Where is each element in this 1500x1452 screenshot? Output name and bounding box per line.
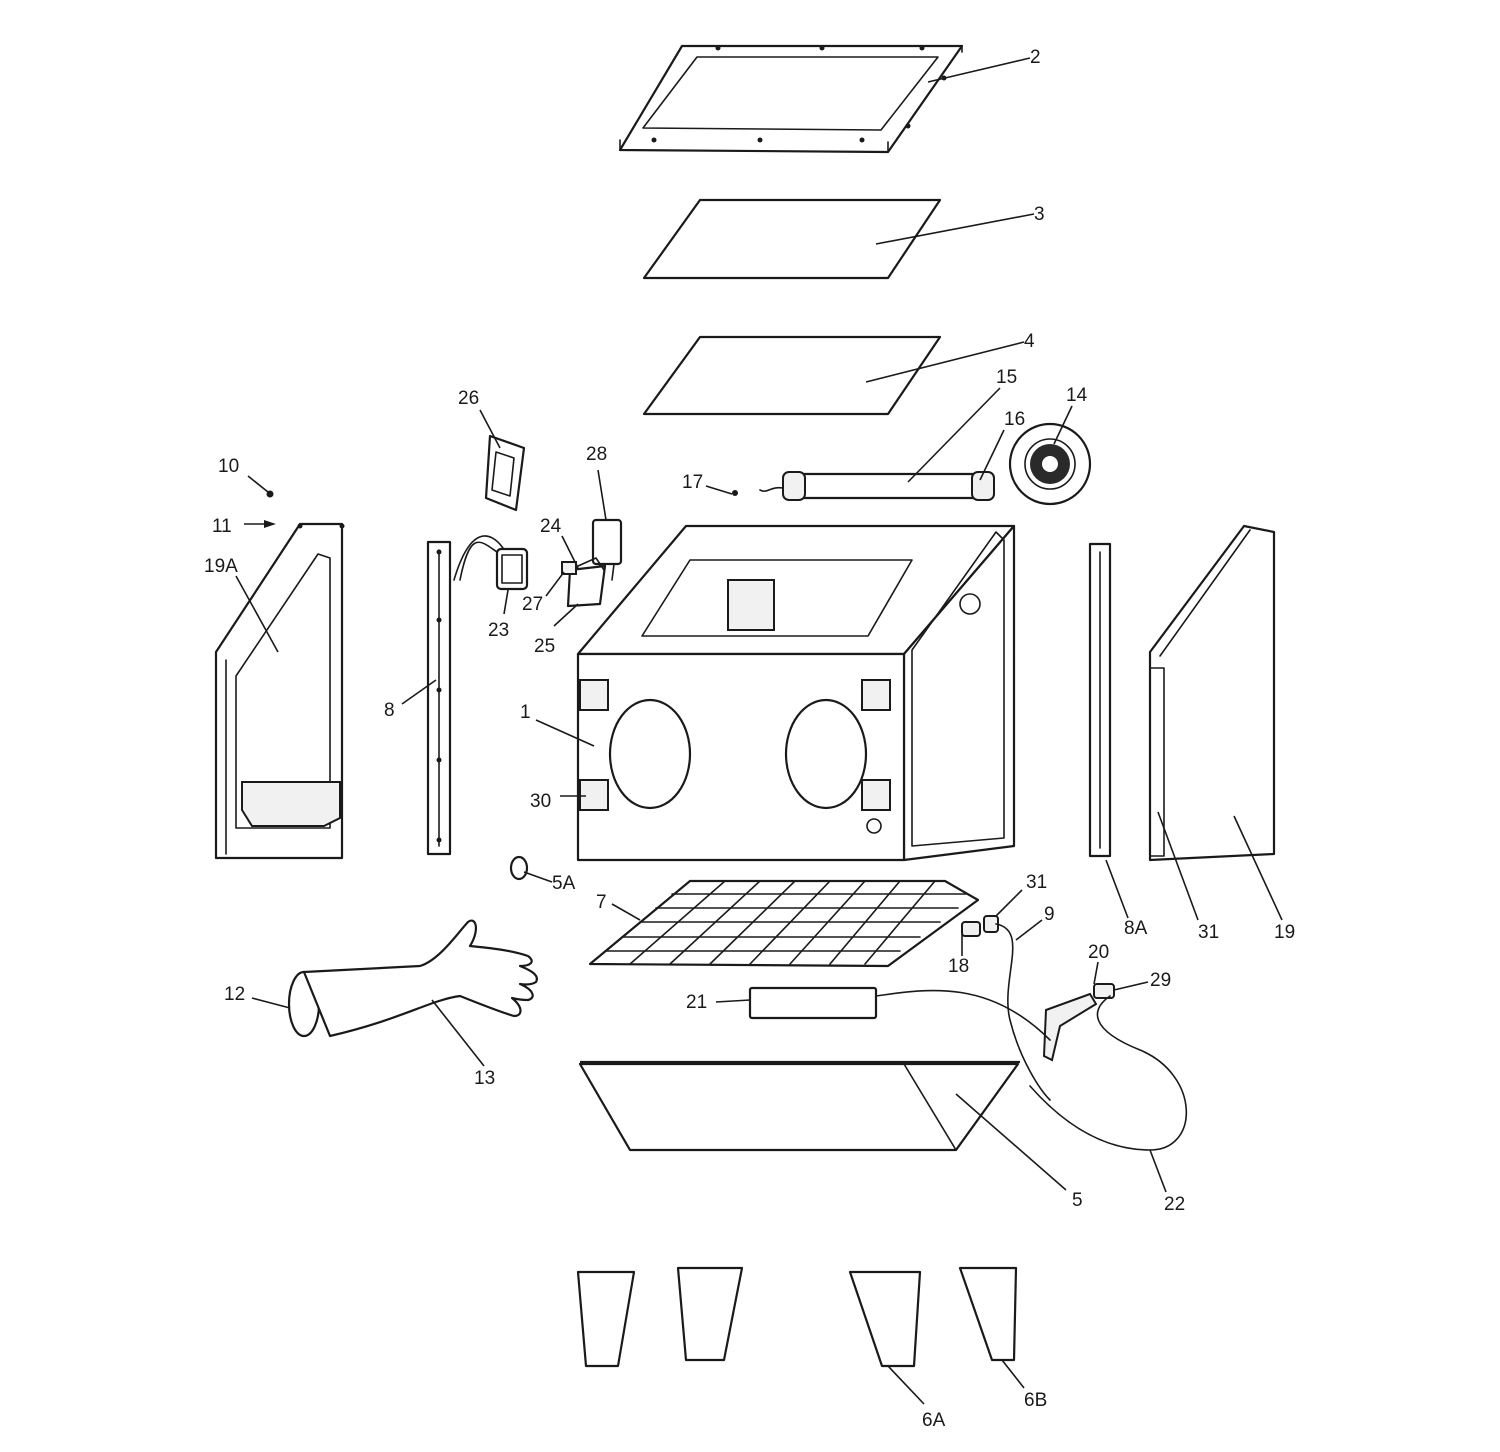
part-protective-sheet [642, 335, 942, 416]
part-top-frame [618, 44, 964, 154]
callout-6A: 6A [922, 1410, 946, 1431]
callout-23: 23 [488, 620, 509, 641]
part-hopper [578, 1060, 1020, 1152]
callout-1: 1 [520, 702, 531, 723]
callout-19A: 19A [204, 556, 238, 577]
part-media-hose [1029, 995, 1188, 1151]
callout-26: 26 [458, 388, 479, 409]
callout-5A: 5A [552, 873, 576, 894]
callout-8: 8 [384, 700, 395, 721]
part-pickup-tube [748, 986, 1051, 1041]
callout-19: 19 [1274, 922, 1295, 943]
callout-18: 18 [948, 956, 969, 977]
part-glass [642, 198, 942, 280]
part-air-hose [995, 923, 1051, 1101]
part-fan [1008, 422, 1092, 506]
callout-17: 17 [682, 472, 703, 493]
leg-6B [958, 1266, 1018, 1362]
callout-12: 12 [224, 984, 245, 1005]
callout-25: 25 [534, 636, 555, 657]
part-switch-assembly [561, 557, 607, 608]
right-glove-port [784, 698, 868, 810]
callout-11: 11 [212, 516, 232, 537]
part-left-hinge-strip [426, 540, 452, 856]
part-cabinet-body [576, 524, 1016, 862]
left-glove-port [608, 698, 692, 810]
part-grommet [509, 855, 529, 881]
callout-31-left: 31 [1026, 872, 1047, 893]
callout-10: 10 [218, 456, 239, 477]
part-18-fitting [961, 915, 999, 937]
callout-22: 22 [1164, 1194, 1185, 1215]
part-right-hinge-strip [1088, 542, 1112, 858]
part-17-screw [732, 490, 738, 496]
callout-15: 15 [996, 367, 1017, 388]
callout-5: 5 [1072, 1190, 1083, 1211]
callout-labels: 2 3 4 15 14 16 26 28 17 10 11 19A 24 27 … [204, 47, 1295, 1431]
callout-16: 16 [1004, 409, 1025, 430]
callout-6B: 6B [1024, 1390, 1047, 1411]
leader-lines [235, 57, 1283, 1405]
callout-29: 29 [1150, 970, 1171, 991]
callout-24: 24 [540, 516, 562, 537]
callout-31-right: 31 [1198, 922, 1219, 943]
callout-28: 28 [586, 444, 607, 465]
callout-27: 27 [522, 594, 543, 615]
part-right-side-panel [1148, 524, 1276, 862]
callout-20: 20 [1088, 942, 1109, 963]
callout-30: 30 [530, 791, 551, 812]
part-grid-screen [588, 879, 980, 968]
callout-13: 13 [474, 1068, 495, 1089]
callout-21: 21 [686, 992, 707, 1013]
part-left-side-panel [214, 522, 345, 860]
callout-4: 4 [1024, 331, 1035, 352]
part-transformer [453, 535, 529, 591]
callout-7: 7 [596, 892, 607, 913]
part-blast-gun [1042, 983, 1115, 1062]
part-glove [287, 919, 538, 1038]
part-lamp [759, 471, 995, 501]
callout-14: 14 [1066, 385, 1088, 406]
part-11-screw [264, 520, 276, 528]
part-legs [576, 1266, 1018, 1368]
part-switch-housing [484, 434, 526, 512]
callout-9: 9 [1044, 904, 1055, 925]
callout-3: 3 [1034, 204, 1045, 225]
leg-6A [848, 1270, 922, 1368]
callout-8A: 8A [1124, 918, 1148, 939]
part-10-screw [266, 490, 274, 498]
callout-2: 2 [1030, 47, 1041, 68]
